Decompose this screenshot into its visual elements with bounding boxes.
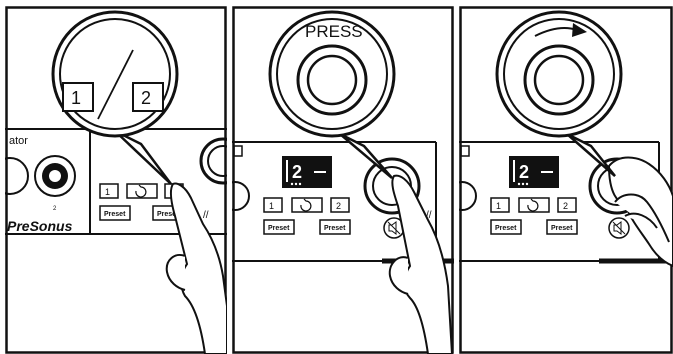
display-number: 2 [519, 162, 529, 182]
svg-text:Preset: Preset [495, 225, 517, 232]
svg-text:1: 1 [496, 201, 501, 211]
volume-knob [199, 137, 227, 185]
rotate-clockwise-arrow-icon [534, 23, 587, 37]
combo-input-jack [5, 155, 76, 197]
mute-speaker-icon [613, 221, 622, 235]
svg-text:1: 1 [269, 201, 274, 211]
mute-button[interactable] [608, 217, 630, 239]
svg-text:Preset: Preset [104, 211, 126, 218]
panel-frame [459, 6, 673, 354]
button-1[interactable]: 1 [99, 183, 119, 199]
instruction-panel-2: 2 // 1 2 Preset Preset [232, 6, 454, 354]
svg-text:Preset: Preset [324, 225, 346, 232]
pointing-hand-icon [388, 174, 454, 354]
button-2[interactable]: 2 [557, 197, 577, 213]
undo-button[interactable] [126, 183, 158, 199]
instruction-panel-3: 2 1 2 Preset Preset [459, 6, 673, 354]
preset-button-right[interactable]: Preset [319, 219, 351, 235]
svg-text:Preset: Preset [551, 225, 573, 232]
undo-button[interactable] [291, 197, 323, 213]
knob-inner-ring [306, 54, 358, 106]
preset-button-left[interactable]: Preset [99, 205, 131, 221]
input-number-label: 2 [53, 206, 57, 212]
knob-inner-ring [533, 54, 585, 106]
panel-1-illustration: ator 2 PreSonus // 1 2 Preset Preset [5, 6, 227, 354]
callout-key-1: 1 [62, 82, 94, 112]
device-front-panel [459, 141, 673, 264]
gripping-hand-icon [607, 156, 673, 268]
button-1[interactable]: 1 [263, 197, 283, 213]
preset-button-right[interactable]: Preset [546, 219, 578, 235]
display-number: 2 [292, 162, 302, 182]
pointing-hand-icon [165, 182, 227, 354]
model-name-fragment: ator [9, 135, 28, 147]
svg-text://: // [426, 210, 432, 221]
undo-arrow-icon [527, 198, 539, 212]
undo-button[interactable] [518, 197, 550, 213]
device-display: 2 [282, 156, 332, 188]
mute-speaker-icon [388, 221, 397, 235]
callout-key-2: 2 [132, 82, 164, 112]
panel-frame [232, 6, 454, 354]
magnified-callout [268, 10, 396, 179]
svg-text:1: 1 [105, 187, 110, 197]
panel-2-illustration: 2 // 1 2 Preset Preset [232, 6, 454, 354]
button-1[interactable]: 1 [490, 197, 510, 213]
brand-logo: PreSonus [7, 218, 73, 234]
svg-text:2: 2 [141, 88, 151, 108]
svg-text:Preset: Preset [157, 211, 179, 218]
magnified-callout [495, 10, 623, 177]
button-2[interactable]: 2 [330, 197, 350, 213]
panel-3-illustration: 2 1 2 Preset Preset [459, 6, 673, 354]
slash-divider [97, 49, 134, 120]
svg-text:Preset: Preset [268, 225, 290, 232]
preset-button-left[interactable]: Preset [490, 219, 522, 235]
svg-text:2: 2 [563, 201, 568, 211]
undo-arrow-icon [300, 198, 312, 212]
svg-text:2: 2 [336, 201, 341, 211]
svg-text:1: 1 [71, 88, 81, 108]
panel-frame [5, 6, 227, 354]
press-instruction-text: PRESS [305, 22, 363, 41]
device-display: 2 [509, 156, 559, 188]
svg-text://: // [203, 210, 209, 221]
instruction-panel-1: ator 2 PreSonus // 1 2 Preset Preset [5, 6, 227, 354]
preset-button-left[interactable]: Preset [263, 219, 295, 235]
undo-arrow-icon [135, 184, 147, 198]
